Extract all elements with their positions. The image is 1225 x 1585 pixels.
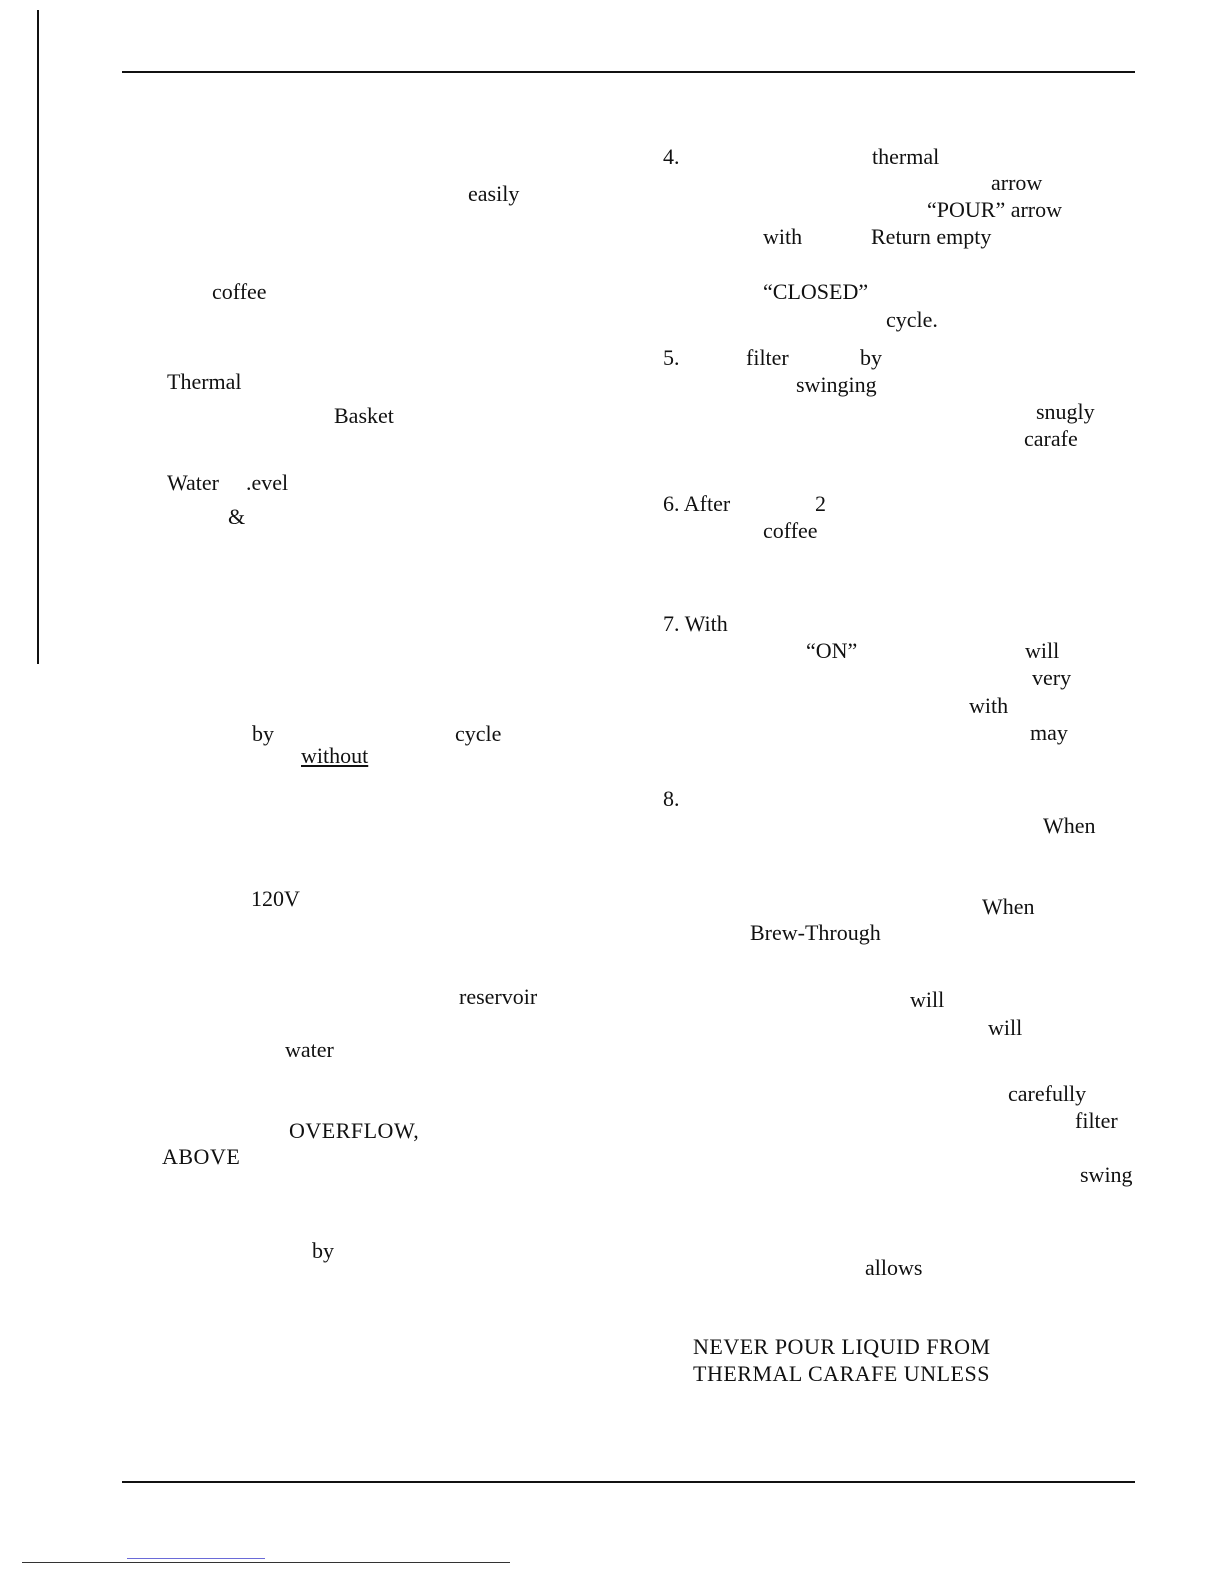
- word-without: without: [301, 743, 369, 768]
- word-filter-2: filter: [1075, 1108, 1118, 1133]
- word-coffee: coffee: [212, 279, 267, 304]
- word-thermal: Thermal: [167, 369, 242, 394]
- word-will: will: [1025, 638, 1060, 663]
- step-8-number: 8.: [663, 786, 680, 811]
- word-above: ABOVE: [162, 1144, 241, 1169]
- word-when: When: [1043, 813, 1096, 838]
- word-120v: 120V: [251, 886, 300, 911]
- word-when-2: When: [982, 894, 1035, 919]
- word-by-2: by: [312, 1238, 334, 1263]
- word-water: Water: [167, 470, 219, 495]
- word-snugly: snugly: [1036, 399, 1095, 424]
- step-4-number: 4.: [663, 144, 680, 169]
- word-two: 2: [815, 491, 826, 516]
- word-on: “ON”: [806, 638, 858, 663]
- step-6-after: 6. After: [663, 491, 731, 516]
- step-5-number: 5.: [663, 345, 680, 370]
- word-brew-through: Brew-Through: [750, 920, 881, 945]
- word-may: may: [1030, 720, 1068, 745]
- word-cycle: cycle: [455, 721, 502, 746]
- warning-line-1: NEVER POUR LIQUID FROM: [693, 1334, 991, 1359]
- word-carafe: carafe: [1024, 426, 1078, 451]
- word-by-right: by: [860, 345, 882, 370]
- warning-line-2: THERMAL CARAFE UNLESS: [693, 1361, 990, 1386]
- top-rule: [122, 71, 1135, 73]
- word-overflow: OVERFLOW,: [289, 1118, 420, 1143]
- footer-rule: [22, 1562, 510, 1563]
- word-will-2: will: [910, 987, 945, 1012]
- word-with: with: [763, 224, 803, 249]
- word-cycle-right: cycle.: [886, 307, 938, 332]
- word-arrow: arrow: [991, 170, 1043, 195]
- word-basket: Basket: [334, 403, 394, 428]
- step-7-with: 7. With: [663, 611, 728, 636]
- word-water-2: water: [285, 1037, 334, 1062]
- word-coffee-right: coffee: [763, 518, 818, 543]
- word-thermal-right: thermal: [872, 144, 940, 169]
- word-ampersand: &: [228, 504, 246, 529]
- word-very: very: [1032, 665, 1072, 690]
- footer-link-rule: [127, 1558, 265, 1559]
- word-filter: filter: [746, 345, 789, 370]
- word-by-1: by: [252, 721, 274, 746]
- word-with-2: with: [969, 693, 1009, 718]
- bottom-rule: [122, 1481, 1135, 1483]
- word-pour-arrow: “POUR” arrow: [927, 197, 1063, 222]
- word-easily: easily: [468, 181, 520, 206]
- word-level: .evel: [246, 470, 289, 495]
- word-allows: allows: [865, 1255, 923, 1280]
- word-swinging: swinging: [796, 372, 877, 397]
- word-closed: “CLOSED”: [763, 279, 869, 304]
- word-return-empty: Return empty: [871, 224, 992, 249]
- word-will-3: will: [988, 1015, 1023, 1040]
- word-carefully: carefully: [1008, 1081, 1087, 1106]
- word-reservoir: reservoir: [459, 984, 538, 1009]
- word-swing: swing: [1080, 1162, 1133, 1187]
- left-margin-bar: [37, 10, 39, 664]
